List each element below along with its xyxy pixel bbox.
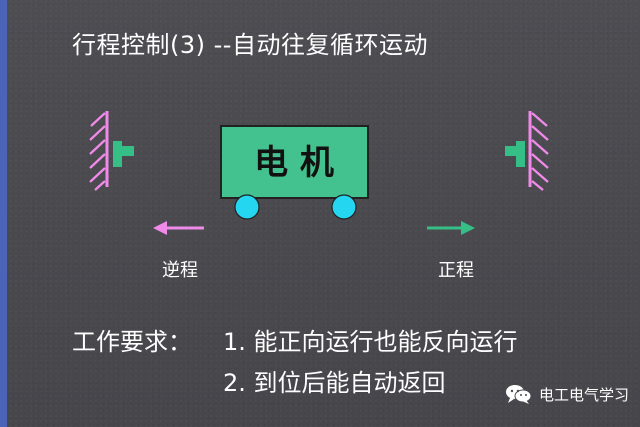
forward-label: 正程 xyxy=(438,260,474,281)
right-wall-hatching xyxy=(531,112,549,191)
forward-direction-arrow xyxy=(427,221,475,235)
left-limit-switch xyxy=(89,111,134,191)
wechat-icon xyxy=(505,385,532,404)
requirement-item-1: 1. 能正向运行也能反向运行 xyxy=(223,328,518,356)
motor-body xyxy=(220,125,369,199)
left-wheel xyxy=(234,194,260,220)
right-switch-contact xyxy=(505,146,517,156)
right-switch-plunger xyxy=(516,141,525,167)
left-wall-hatching xyxy=(89,112,106,191)
slide-title: 行程控制(3) --自动往复循环运动 xyxy=(72,31,428,59)
reverse-direction-arrow xyxy=(153,221,204,235)
left-accent-stripe xyxy=(0,0,7,427)
right-wheel xyxy=(331,194,357,220)
left-switch-plunger xyxy=(113,141,122,167)
left-switch-contact xyxy=(122,146,134,156)
motor-label: 电 机 xyxy=(254,143,334,183)
requirements-heading: 工作要求： xyxy=(72,328,192,356)
watermark-text: 电工电气学习 xyxy=(538,385,629,404)
reverse-label: 逆程 xyxy=(162,260,198,281)
watermark: 电工电气学习 xyxy=(504,378,629,410)
motor-cart: 电 机 xyxy=(220,125,369,220)
right-limit-switch xyxy=(505,111,549,191)
requirement-item-2: 2. 到位后能自动返回 xyxy=(223,369,446,397)
